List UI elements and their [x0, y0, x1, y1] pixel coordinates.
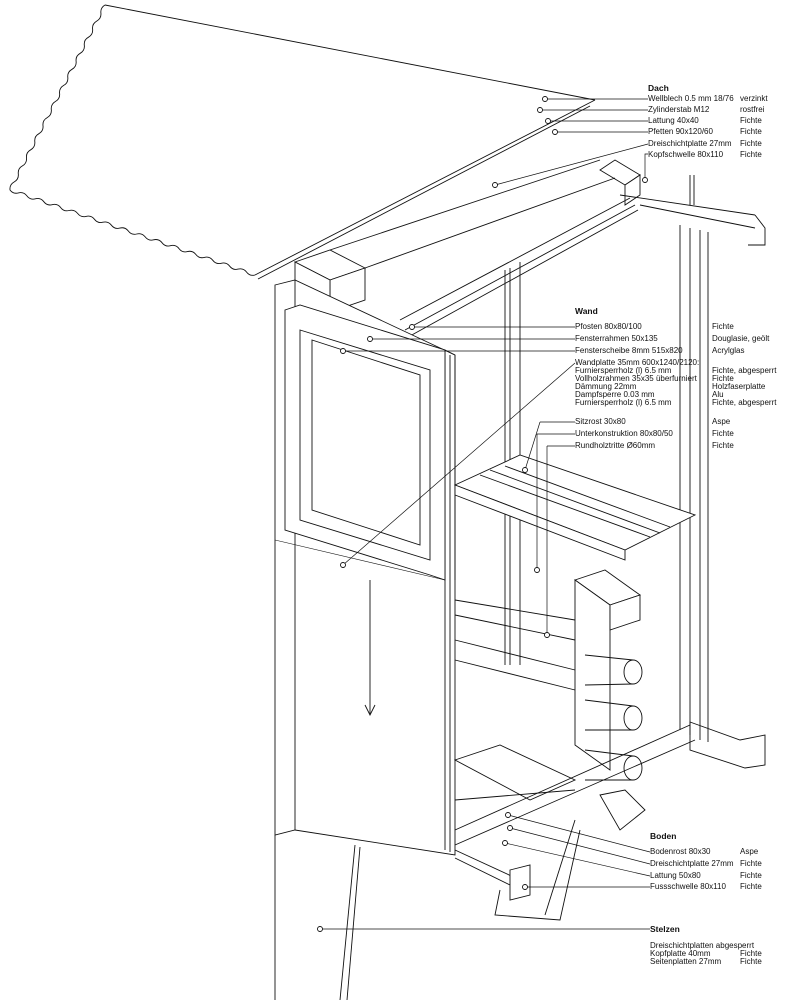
component-label: Wandplatte 35mm 600x1240/2120:: [575, 358, 700, 367]
component-material: Fichte: [740, 116, 762, 125]
component-label: Unterkonstruktion 80x80/50: [575, 429, 673, 438]
leader-lines: [320, 98, 651, 930]
component-material: Aspe: [712, 417, 731, 426]
corrugated-roof: [9, 4, 596, 280]
component-label: Pfetten 90x120/60: [648, 127, 713, 136]
component-label: Dreischichtplatte 27mm: [650, 859, 734, 868]
component-material: Fichte, abgesperrt: [712, 366, 777, 375]
component-material: Fichte: [740, 859, 762, 868]
component-material: Acrylglas: [712, 346, 745, 355]
component-material: Fichte: [712, 374, 734, 383]
component-label: Dreischichtplatte 27mm: [648, 139, 732, 148]
component-material: Aspe: [740, 847, 759, 856]
stilts: [274, 819, 581, 1000]
component-material: Fichte: [712, 322, 734, 331]
component-material: Fichte: [740, 150, 762, 159]
component-label: Lattung 50x80: [650, 871, 701, 880]
section-heading-boden: Boden: [650, 831, 677, 841]
component-material: Alu: [712, 390, 724, 399]
section-heading-stelzen: Stelzen: [650, 924, 680, 934]
component-label: Bodenrost 80x30: [650, 847, 711, 856]
component-label: Dampfsperre 0.03 mm: [575, 390, 655, 399]
component-material: Fichte: [712, 429, 734, 438]
section-heading-wand: Wand: [575, 306, 598, 316]
floor: [453, 721, 766, 901]
component-label: Lattung 40x40: [648, 116, 699, 125]
component-material: Fichte: [740, 139, 762, 148]
component-material: Fichte: [712, 441, 734, 450]
component-material: Fichte: [740, 871, 762, 880]
component-label: Fussschwelle 80x110: [650, 882, 726, 891]
component-label: Furniersperrholz (l) 6.5 mm: [575, 366, 672, 375]
component-label: Rundholztritte Ø60mm: [575, 441, 656, 450]
component-label: Fensterrahmen 50x135: [575, 334, 658, 343]
component-label: Wellblech 0.5 mm 18/76: [648, 94, 734, 103]
component-material: verzinkt: [740, 94, 768, 103]
component-label: Seitenplatten 27mm: [650, 957, 722, 966]
component-label: Dämmung 22mm: [575, 382, 637, 391]
component-label: Pfosten 80x80/100: [575, 322, 642, 331]
component-label: Sitzrost 30x80: [575, 417, 626, 426]
component-material: Holzfaserplatte: [712, 382, 766, 391]
component-label: Kopfschwelle 80x110: [648, 150, 724, 159]
component-material: Douglasie, geölt: [712, 334, 770, 343]
component-material: Fichte: [740, 957, 762, 966]
component-label: Fensterscheibe 8mm 515x820: [575, 346, 683, 355]
stelzen-note: Dreischichtplatten abgesperrt: [650, 941, 755, 950]
bench-slats: [453, 454, 697, 781]
component-material: Fichte: [740, 127, 762, 136]
component-material: Fichte: [740, 882, 762, 891]
component-material: rostfrei: [740, 105, 765, 114]
component-label: Vollholzrahmen 35x35 überfurniert: [575, 374, 697, 383]
component-label: Zylinderstab M12: [648, 105, 710, 114]
component-material: Fichte, abgesperrt: [712, 398, 777, 407]
component-label: Kopfplatte 40mm: [650, 949, 711, 958]
roof-frame: [293, 159, 766, 337]
component-label: Furniersperrholz (l) 6.5 mm: [575, 398, 672, 407]
component-material: Fichte: [740, 949, 762, 958]
section-heading-dach: Dach: [648, 83, 669, 93]
leader-dots: [317, 96, 648, 932]
